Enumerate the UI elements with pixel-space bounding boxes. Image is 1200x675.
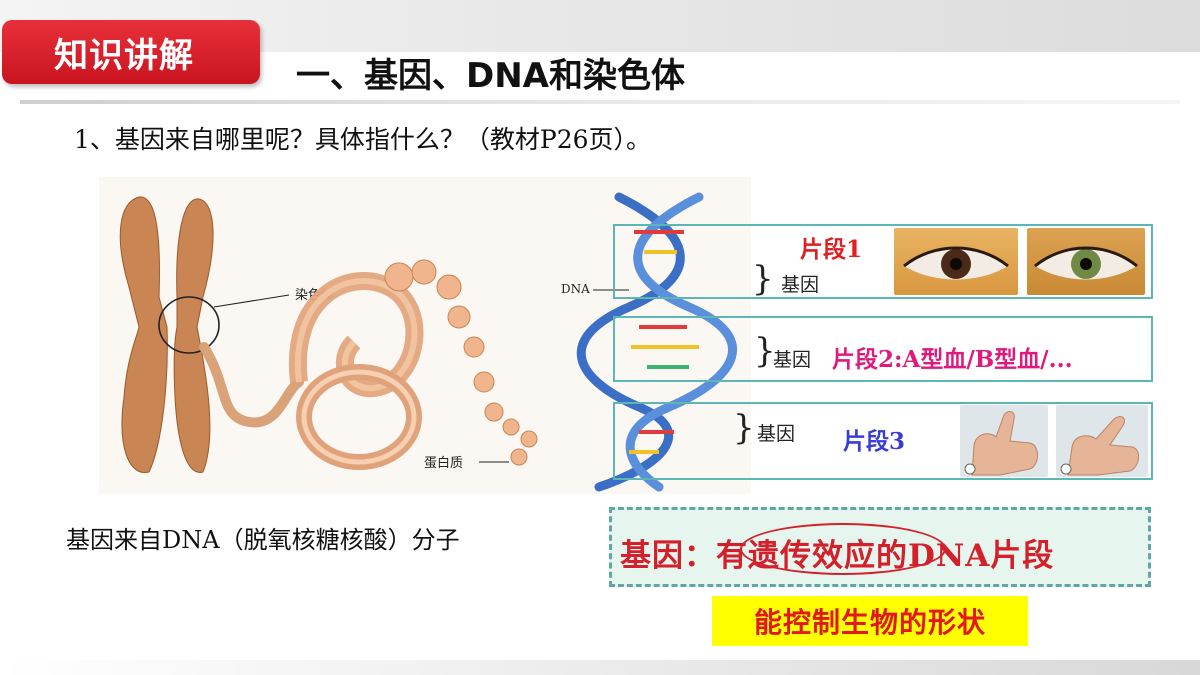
bottom-band [0, 660, 1200, 675]
segment-3-label: 片段3 [843, 428, 906, 455]
divider [20, 100, 1180, 104]
dna-caption: 基因来自DNA（脱氧核糖核酸）分子 [66, 526, 460, 554]
label-dna: DNA [561, 282, 590, 296]
gene-segment-2-box [613, 316, 1153, 382]
brown-eye-photo [894, 228, 1018, 295]
segment-2-gene-label: 基因 [773, 349, 812, 371]
segment-3-gene-label: 基因 [757, 423, 796, 445]
segment-1-brace: } [752, 259, 774, 299]
segment-3-brace: } [733, 408, 755, 448]
green-eye-photo [1027, 228, 1145, 295]
chromosome-shape [119, 196, 214, 474]
thumb-bent-photo [1056, 405, 1148, 477]
segment-2-brace: } [754, 331, 776, 371]
highlight-note: 能控制生物的形状 [712, 596, 1028, 646]
emphasis-ellipse [740, 523, 946, 575]
page-title: 一、基因、DNA和染色体 [296, 56, 685, 96]
chromosome-dna-illustration: 染色体 蛋白质 DNA [99, 177, 751, 494]
chromosome-highlight-circle [158, 296, 220, 354]
question-text: 1、基因来自哪里呢？具体指什么？（教材P26页）。 [74, 125, 652, 154]
section-badge: 知识讲解 [2, 20, 260, 84]
gene-segment-1-box [613, 224, 1153, 299]
thumb-straight-photo [960, 405, 1048, 477]
gene-segment-3-box [613, 402, 1153, 480]
definition-box [609, 507, 1151, 587]
label-protein: 蛋白质 [424, 455, 463, 471]
segment-1-gene-label: 基因 [781, 274, 820, 296]
segment-2-label: 片段2:A型血/B型血/... [832, 346, 1073, 373]
segment-1-label: 片段1 [800, 236, 863, 263]
